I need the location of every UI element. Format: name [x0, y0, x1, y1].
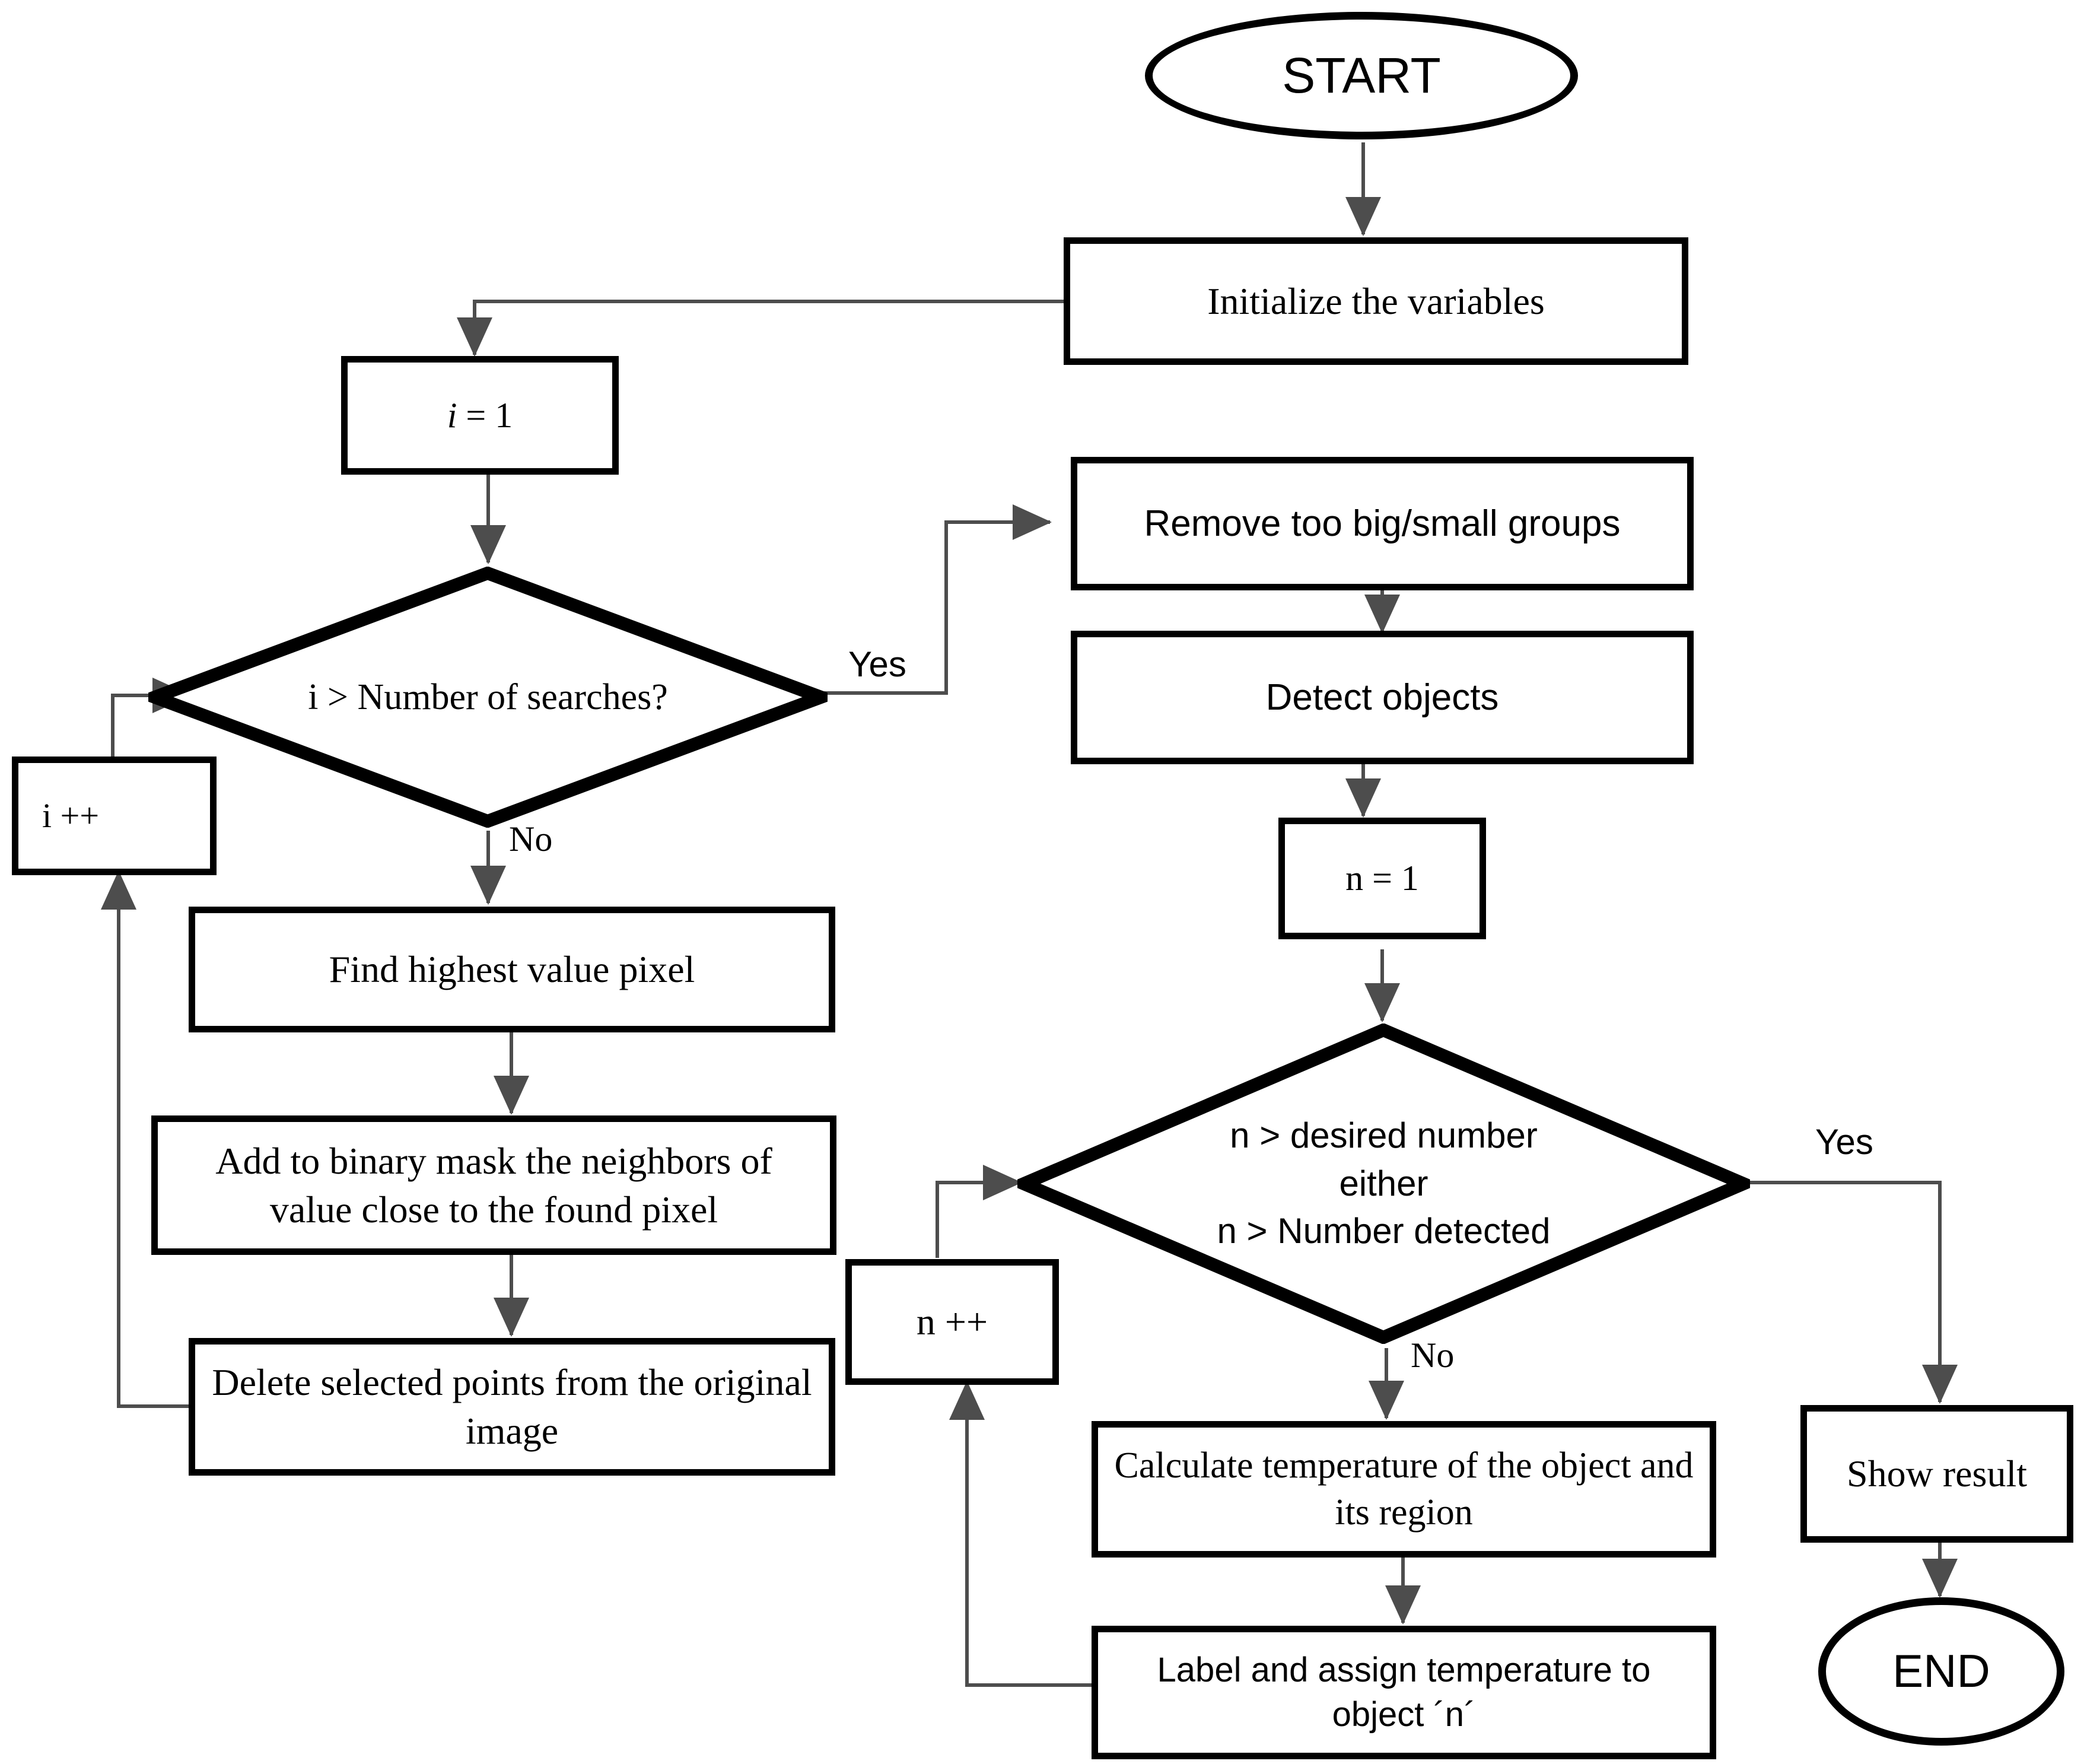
edge-n-increment-to-decision	[936, 1165, 1022, 1258]
node-end[interactable]: END	[1818, 1597, 2064, 1746]
node-add-mask[interactable]: Add to binary mask the neighbors of valu…	[151, 1115, 836, 1255]
node-i-init[interactable]: i = 1	[341, 356, 619, 475]
node-find-pixel-label: Find highest value pixel	[329, 948, 695, 991]
node-n-init[interactable]: n = 1	[1278, 818, 1486, 939]
edge-objects-yes-to-show	[1746, 1181, 1958, 1404]
node-n-init-label: n = 1	[1345, 859, 1419, 898]
node-initialize[interactable]: Initialize the variables	[1064, 237, 1688, 365]
node-decision-searches[interactable]: i > Number of searches?	[148, 567, 828, 828]
node-n-increment-label: n ++	[916, 1301, 988, 1343]
node-start-label: START	[1282, 47, 1441, 103]
node-calc-temp[interactable]: Calculate temperature of the object and …	[1092, 1421, 1716, 1558]
node-add-mask-label: Add to binary mask the neighbors of valu…	[215, 1139, 772, 1231]
edge-searches-yes-to-remove	[778, 504, 1052, 695]
node-decision-objects[interactable]: n > desired number either n > Number det…	[1017, 1024, 1750, 1344]
node-remove-groups[interactable]: Remove too big/small groups	[1071, 457, 1694, 590]
node-find-pixel[interactable]: Find highest value pixel	[189, 907, 835, 1032]
node-detect-objects-label: Detect objects	[1265, 676, 1499, 718]
node-remove-groups-label: Remove too big/small groups	[1144, 503, 1621, 544]
node-i-increment-label: i ++	[42, 796, 100, 835]
node-delete-points-label: Delete selected points from the original…	[212, 1361, 812, 1452]
node-delete-points[interactable]: Delete selected points from the original…	[189, 1338, 835, 1476]
edge-delete-to-i-increment	[101, 870, 189, 1408]
node-calc-temp-label: Calculate temperature of the object and …	[1114, 1445, 1694, 1533]
edge-label-objects-no: No	[1411, 1336, 1455, 1375]
node-label-assign-label: Label and assign temperature to object ´…	[1157, 1651, 1651, 1734]
edge-label-to-n-increment	[949, 1381, 1092, 1687]
edge-label-searches-no: No	[509, 819, 553, 859]
node-i-increment[interactable]: i ++	[12, 757, 217, 875]
node-end-label: END	[1892, 1645, 1990, 1698]
node-i-init-label: i = 1	[447, 395, 513, 435]
node-detect-objects[interactable]: Detect objects	[1071, 631, 1694, 764]
node-n-increment[interactable]: n ++	[845, 1259, 1059, 1385]
node-label-assign[interactable]: Label and assign temperature to object ´…	[1092, 1626, 1716, 1759]
edge-label-objects-yes: Yes	[1815, 1122, 1873, 1162]
edge-label-searches-yes: Yes	[848, 644, 906, 684]
edge-initialize-to-i-init	[457, 300, 1064, 357]
node-show-result-label: Show result	[1847, 1452, 2027, 1495]
node-start[interactable]: START	[1145, 12, 1578, 139]
node-initialize-label: Initialize the variables	[1207, 279, 1545, 322]
node-show-result[interactable]: Show result	[1800, 1405, 2073, 1543]
